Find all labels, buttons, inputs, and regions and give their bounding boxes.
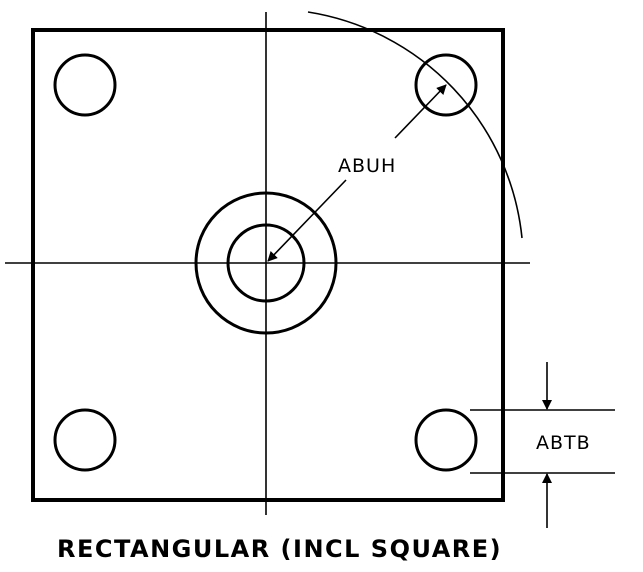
center-bore-dimension-label: ABUH bbox=[338, 155, 396, 177]
bolt-circle-arc bbox=[307, 11, 523, 239]
corner-hole-bottom-left bbox=[53, 408, 117, 472]
flange-outline bbox=[31, 28, 505, 502]
corner-hole-bottom-right bbox=[414, 408, 478, 472]
leader-arrow-to-corner-hole bbox=[394, 84, 447, 139]
center-outer-ring bbox=[194, 191, 338, 335]
corner-hole-top-right bbox=[414, 53, 478, 117]
center-bore bbox=[226, 223, 306, 303]
leader-arrow-to-center-bore bbox=[267, 179, 347, 262]
corner-hole-top-left bbox=[53, 53, 117, 117]
diagram-caption: RECTANGULAR (INCL SQUARE) bbox=[57, 535, 502, 563]
hole-spacing-dimension-label: ABTB bbox=[536, 432, 591, 454]
